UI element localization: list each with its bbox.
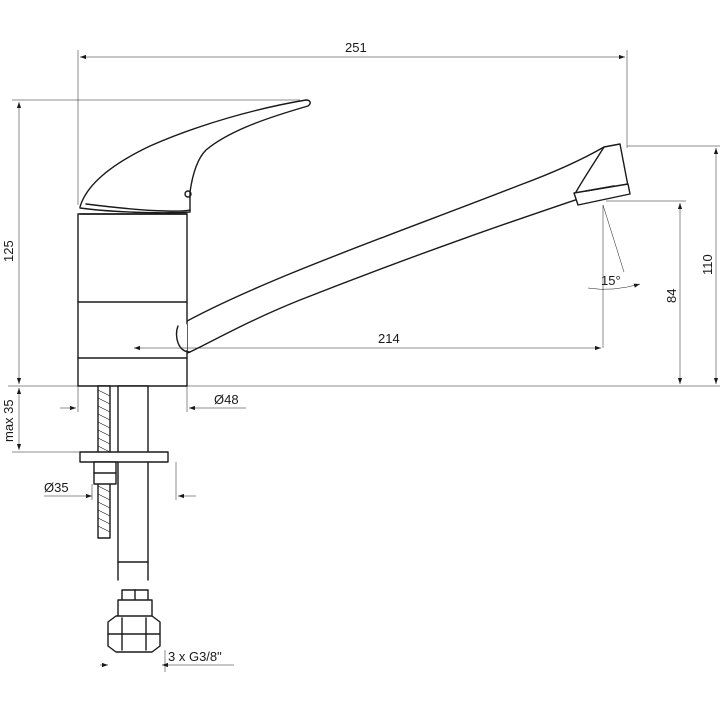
dimension-label-max-thickness: max 35 <box>1 399 16 442</box>
dimension-label-angle: 15° <box>601 273 621 288</box>
faucet-body <box>77 213 188 387</box>
dimension-label-spout-height: 110 <box>700 254 715 275</box>
mounting-stud <box>117 385 149 581</box>
spout <box>176 143 629 354</box>
dimension-lines <box>16 54 719 668</box>
connection-fittings <box>107 589 161 653</box>
dimension-labels: 251 214 125 110 84 15° Ø48 Ø35 max 35 3 … <box>1 40 715 664</box>
dimension-label-spout-length: 214 <box>378 331 400 346</box>
dimension-label-body-height: 125 <box>1 240 16 262</box>
mounting-plate <box>79 451 169 485</box>
faucet-outline <box>77 99 631 653</box>
dimension-label-total-width: 251 <box>345 40 367 55</box>
dimension-label-hole-diameter: Ø35 <box>44 480 69 495</box>
dimension-label-outlet-height: 84 <box>664 289 679 303</box>
dimension-label-connections: 3 x G3/8" <box>168 649 222 664</box>
dimension-label-body-diameter: Ø48 <box>214 392 239 407</box>
lever-handle <box>79 99 311 214</box>
